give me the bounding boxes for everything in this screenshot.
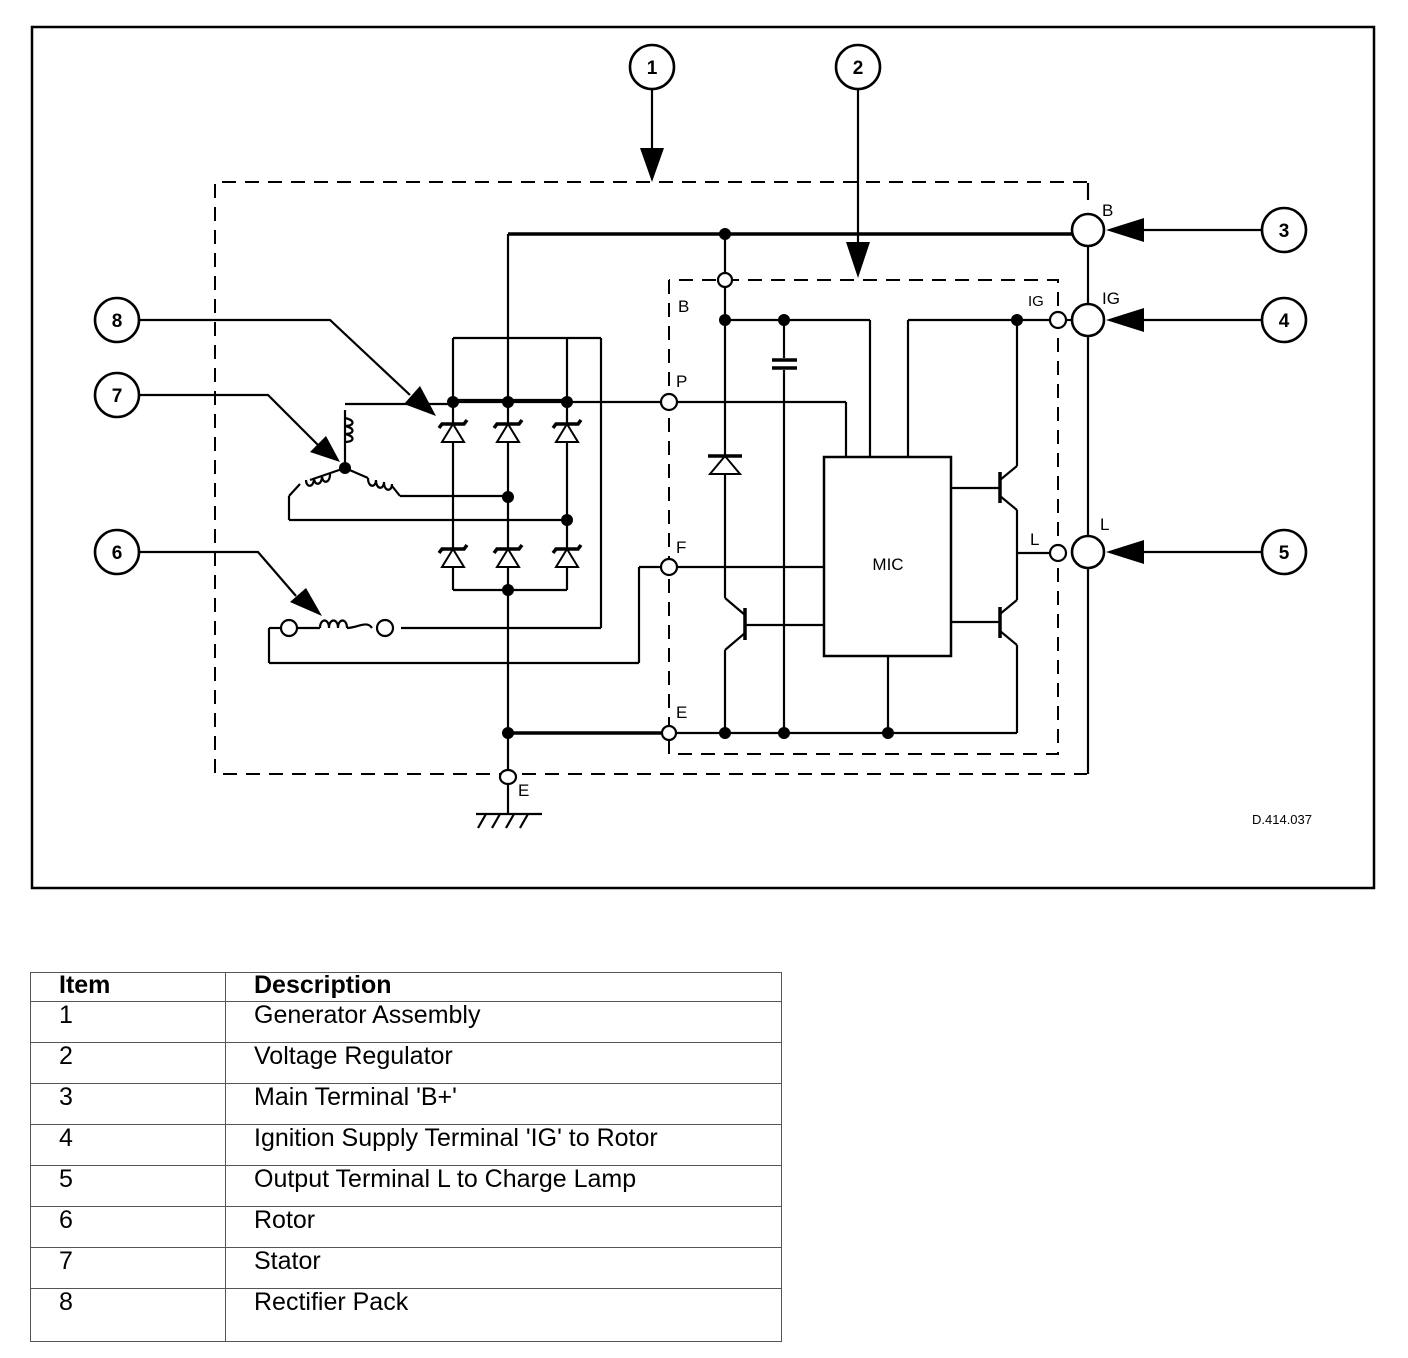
rotor-coil bbox=[279, 618, 395, 638]
regulator-diode bbox=[707, 454, 743, 475]
legend-header-row: Item Description bbox=[30, 972, 782, 1002]
callout-7: 7 bbox=[112, 386, 123, 407]
callout-6: 6 bbox=[112, 543, 123, 564]
callout-3: 3 bbox=[1279, 221, 1290, 242]
callout-4: 4 bbox=[1279, 311, 1290, 332]
b-plus-bus bbox=[506, 232, 1072, 598]
external-terminals bbox=[1070, 212, 1106, 570]
terminal-label-p: P bbox=[676, 372, 687, 391]
legend-item-description: Voltage Regulator bbox=[225, 1042, 782, 1084]
p-line bbox=[453, 400, 848, 458]
legend-item-description: Generator Assembly bbox=[225, 1001, 782, 1043]
callout-circles bbox=[93, 43, 1308, 576]
legend-item-description: Rectifier Pack bbox=[225, 1288, 782, 1342]
terminal-label-e-inner: E bbox=[676, 703, 687, 722]
charging-circuit-diagram: 1 2 3 4 5 6 7 8 B IG IG L L B P F E E MI… bbox=[30, 25, 1376, 890]
ground-bus bbox=[476, 590, 1017, 829]
junction-dots bbox=[339, 228, 1023, 739]
legend-header-description: Description bbox=[225, 972, 782, 1002]
legend-item-number: 1 bbox=[30, 1001, 226, 1043]
capacitor bbox=[725, 318, 872, 733]
generator-assembly-boundary bbox=[214, 181, 1087, 775]
internal-terminals bbox=[498, 271, 1068, 786]
ig-line bbox=[906, 318, 1072, 466]
f-line bbox=[267, 565, 824, 665]
legend-item-number: 4 bbox=[30, 1124, 226, 1166]
legend-item-number: 8 bbox=[30, 1288, 226, 1342]
legend-item-description: Main Terminal 'B+' bbox=[225, 1083, 782, 1125]
lower-transistor bbox=[951, 553, 1019, 733]
diagram-frame bbox=[30, 25, 1376, 890]
terminal-label-l-inner: L bbox=[1030, 530, 1039, 549]
legend-item-description: Ignition Supply Terminal 'IG' to Rotor bbox=[225, 1124, 782, 1166]
legend-item-number: 5 bbox=[30, 1165, 226, 1207]
legend-item-number: 3 bbox=[30, 1083, 226, 1125]
terminal-label-ig-inner: IG bbox=[1028, 293, 1044, 310]
legend-item-number: 7 bbox=[30, 1247, 226, 1289]
callout-8: 8 bbox=[112, 311, 123, 332]
mic-label: MIC bbox=[872, 555, 903, 574]
legend-item-description: Stator bbox=[225, 1247, 782, 1289]
field-transistor bbox=[723, 597, 824, 733]
callout-2: 2 bbox=[853, 58, 864, 79]
upper-transistor bbox=[951, 465, 1050, 555]
legend-item-number: 2 bbox=[30, 1042, 226, 1084]
legend-header-item: Item bbox=[30, 972, 226, 1002]
callout-leaders bbox=[140, 90, 1262, 616]
terminal-label-e-ground: E bbox=[518, 781, 529, 800]
terminal-label-b-outer: B bbox=[1102, 201, 1113, 220]
rectifier-diodes bbox=[437, 418, 583, 568]
terminal-label-ig-outer: IG bbox=[1102, 289, 1120, 308]
voltage-regulator-boundary bbox=[668, 279, 1059, 755]
terminal-label-l-outer: L bbox=[1100, 515, 1109, 534]
terminal-label-b-inner: B bbox=[678, 297, 689, 316]
legend-item-number: 6 bbox=[30, 1206, 226, 1248]
legend-item-description: Output Terminal L to Charge Lamp bbox=[225, 1165, 782, 1207]
terminal-label-f: F bbox=[676, 538, 686, 557]
legend-item-description: Rotor bbox=[225, 1206, 782, 1248]
callout-5: 5 bbox=[1279, 543, 1290, 564]
drawing-reference: D.414.037 bbox=[1252, 812, 1312, 827]
rectifier-bridge bbox=[287, 336, 603, 630]
callout-1: 1 bbox=[647, 58, 658, 79]
